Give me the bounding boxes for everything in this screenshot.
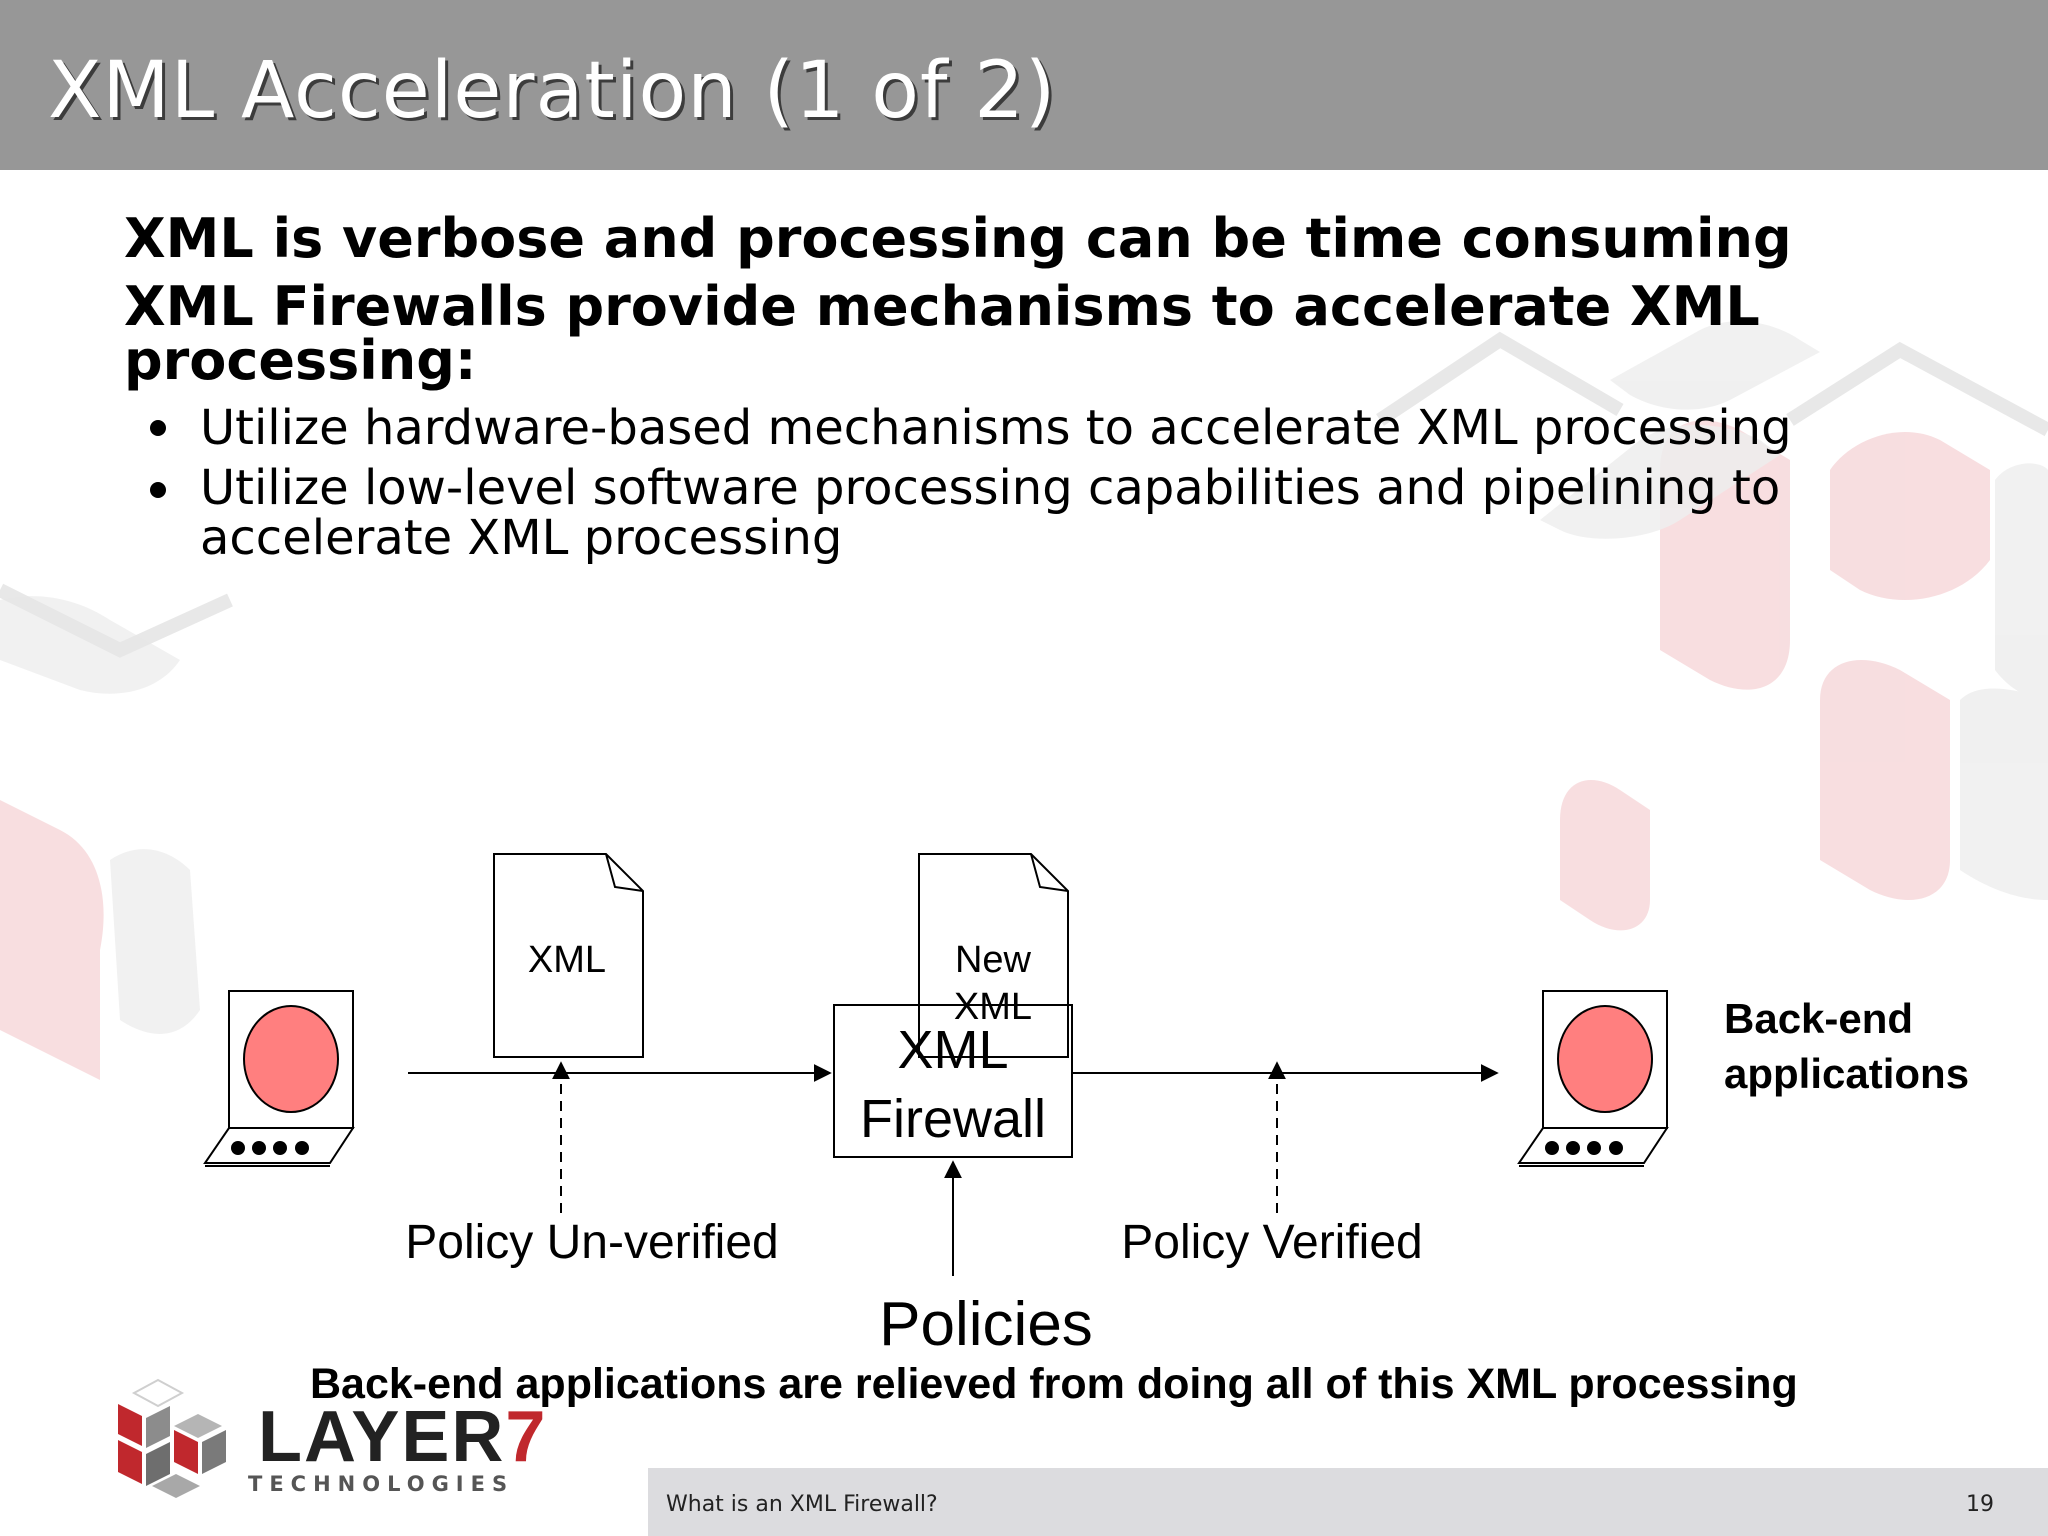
new-xml-label-line1: New [955,939,1032,981]
logo-subtitle: TECHNOLOGIES [248,1472,515,1496]
main-point-2-continued: processing: [124,329,477,392]
xml-document-label: XML [528,939,606,981]
client-computer-icon [203,990,355,1167]
layer7-logo-icon [118,1378,226,1498]
page-number: 19 [1966,1492,1994,1517]
conclusion-text: Back-end applications are relieved from … [310,1360,1798,1408]
backend-computer-icon [1517,990,1669,1167]
bullet-dot [150,482,166,498]
xml-firewall-label-line2: Firewall [860,1089,1046,1149]
backend-label-line1: Back-end [1724,995,1913,1042]
backend-label-line2: applications [1724,1050,1969,1097]
new-xml-document-icon [918,853,1069,1058]
logo-word: LAYER [258,1397,506,1477]
title-bar: XML Acceleration (1 of 2) [0,0,2048,170]
main-point-2: XML Firewalls provide mechanisms to acce… [124,275,1760,338]
footer-title: What is an XML Firewall? [666,1492,938,1517]
new-xml-label-line2: XML [954,986,1032,1028]
policy-verified-label: Policy Verified [1121,1216,1422,1269]
slide-title: XML Acceleration (1 of 2) [48,46,1057,136]
policies-label: Policies [879,1290,1093,1359]
sub-point-2-continued: accelerate XML processing [200,510,843,566]
footer-bar [648,1468,2048,1536]
xml-firewall-label-line1: XML [897,1020,1008,1080]
logo-number: 7 [505,1397,548,1477]
logo-wordmark: LAYER7 [258,1396,547,1478]
sub-point-2: Utilize low-level software processing ca… [200,460,1781,516]
xml-document-icon [493,853,644,1058]
policy-unverified-label: Policy Un-verified [405,1216,778,1269]
main-point-1: XML is verbose and processing can be tim… [124,207,1792,270]
bullet-dot [150,420,166,436]
xml-firewall-box [833,1004,1073,1158]
sub-point-1: Utilize hardware-based mechanisms to acc… [200,400,1792,456]
